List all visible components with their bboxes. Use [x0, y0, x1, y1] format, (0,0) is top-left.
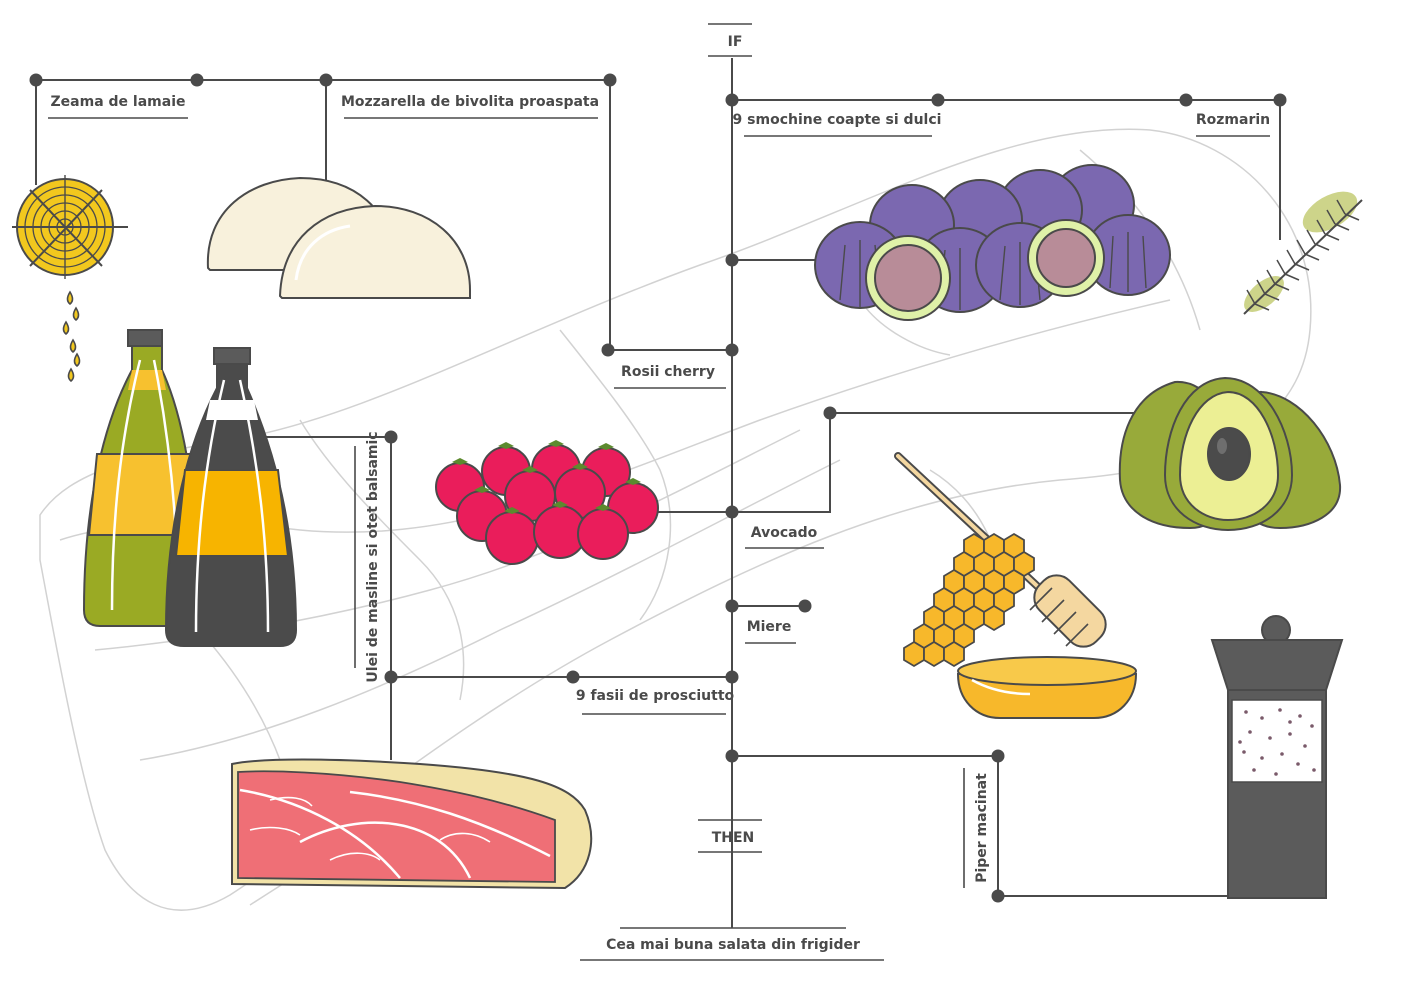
lemon-icon: [12, 175, 128, 279]
label-underlines: [48, 23, 1270, 961]
oil-vinegar-label: Ulei de masline si otet balsamic: [365, 431, 381, 682]
connector-dots: [29, 73, 1287, 903]
figs-icon: [814, 164, 1171, 321]
pepper-label: Piper macinat: [974, 773, 990, 883]
avocado-icon: [1118, 376, 1342, 532]
honey-label: Miere: [747, 619, 792, 635]
pepper-grinder-icon: [1210, 615, 1344, 899]
if-label: IF: [728, 34, 743, 50]
mozzarella-label: Mozzarella de bivolita proaspata: [341, 94, 599, 110]
mozzarella-icon: [206, 176, 471, 299]
cherry-tomatoes-label: Rosii cherry: [621, 364, 715, 380]
honeycomb-icon: [903, 532, 1035, 668]
cherry-tomatoes-icon: [435, 440, 659, 565]
rosemary-label: Rozmarin: [1196, 112, 1270, 128]
avocado-label: Avocado: [751, 525, 818, 541]
lemon-juice-label: Zeama de lamaie: [51, 94, 186, 110]
figs-label: 9 smochine coapte si dulci: [733, 112, 942, 128]
then-label: THEN: [712, 830, 755, 846]
prosciutto-label: 9 fasii de prosciutto: [576, 688, 735, 704]
prosciutto-icon: [231, 758, 593, 890]
result-label: Cea mai buna salata din frigider: [606, 937, 860, 953]
oil-drops-icon: [62, 290, 81, 383]
rosemary-icon: [1243, 191, 1363, 315]
honey-bowl-icon: [956, 656, 1138, 719]
balsamic-bottle-icon: [164, 347, 298, 647]
